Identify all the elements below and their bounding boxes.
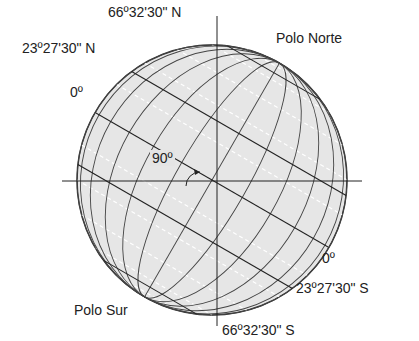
globe-label: 0º xyxy=(70,84,83,100)
main-parallel xyxy=(95,113,329,248)
globe-label: 0º xyxy=(322,250,335,266)
horizontal-line xyxy=(62,181,362,182)
globe-label: Polo Norte xyxy=(276,30,342,46)
angle-arrowhead xyxy=(194,169,200,175)
angle-label: 90º xyxy=(150,150,175,166)
parallel-line xyxy=(95,113,329,248)
globe-label: 23º27'30" N xyxy=(22,40,95,56)
globe-label: 66º32'30" S xyxy=(222,322,295,338)
globe-label: Polo Sur xyxy=(74,302,128,318)
vertical-line xyxy=(217,16,218,326)
main-parallel xyxy=(78,165,293,289)
globe-label: 23º27'30" S xyxy=(296,280,369,296)
main-parallel xyxy=(227,46,320,100)
angle-arc xyxy=(186,172,200,186)
globe-label: 66º32'30" N xyxy=(108,4,181,20)
main-parallel xyxy=(132,72,347,196)
